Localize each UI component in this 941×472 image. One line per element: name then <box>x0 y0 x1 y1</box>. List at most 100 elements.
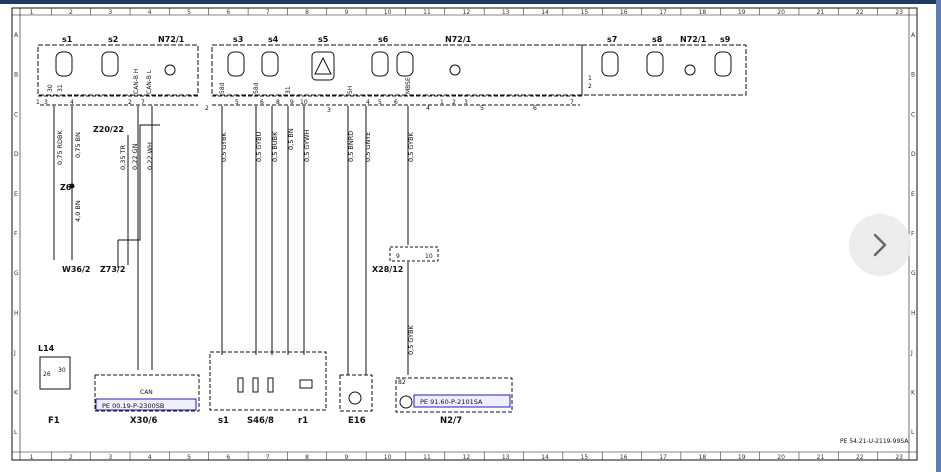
headrest-switch-icon <box>261 51 279 77</box>
grid-column-label: 10 <box>384 454 392 461</box>
grid-row-label: L <box>911 429 915 436</box>
sheet-border <box>11 7 918 461</box>
svg-text:2: 2 <box>588 83 592 90</box>
grid-row-label: L <box>14 429 18 436</box>
grid-row-label: E <box>911 191 915 198</box>
grid-column-label: 13 <box>502 454 510 461</box>
grid-column-label: 7 <box>266 454 270 461</box>
module-left-label: N72/1 <box>158 35 185 44</box>
svg-text:CAN-B H: CAN-B H <box>133 69 140 94</box>
grid-column-label: 11 <box>423 9 431 16</box>
component-x30-box <box>94 374 200 412</box>
grid-column-label: 11 <box>423 454 431 461</box>
svg-text:6: 6 <box>394 99 398 106</box>
svg-text:8: 8 <box>276 99 280 106</box>
module-left-box <box>37 44 199 96</box>
connector-x28-box <box>389 246 439 262</box>
grid-column-label: 16 <box>620 454 628 461</box>
svg-text:31: 31 <box>57 84 64 92</box>
connector-x28-label: X28/12 <box>372 265 403 274</box>
grid-row-label: K <box>14 389 19 396</box>
component-s46-box <box>209 351 327 411</box>
grid-column-label: 21 <box>817 9 825 16</box>
wire-label: 0,5 GYBK <box>220 131 228 162</box>
connector-z73-label: Z73/2 <box>100 265 125 274</box>
hazard-warning-icon <box>314 56 332 75</box>
svg-text:5: 5 <box>480 105 484 112</box>
grid-row-label: B <box>14 72 18 79</box>
svg-text:26: 26 <box>43 371 51 378</box>
svg-text:1: 1 <box>440 99 444 106</box>
lamp-icon <box>348 391 362 405</box>
grid-column-label: 20 <box>777 9 785 16</box>
grid-row-label: J <box>910 350 913 357</box>
lock-switch-icon <box>371 51 389 77</box>
child-lock-switch-icon <box>396 51 414 77</box>
reference-link-n27[interactable] <box>413 394 511 408</box>
switch-s2-label: s2 <box>108 35 118 44</box>
grid-column-label: 5 <box>187 9 191 16</box>
grid-column-label: 14 <box>541 454 549 461</box>
grid-column-label: 19 <box>738 9 746 16</box>
svg-text:7: 7 <box>141 99 145 106</box>
controller-icon <box>399 395 413 409</box>
grid-row-label: G <box>14 270 19 277</box>
reference-link-x30[interactable] <box>95 398 197 411</box>
svg-text:3: 3 <box>464 99 468 106</box>
grid-column-label: 12 <box>463 454 471 461</box>
next-page-button[interactable] <box>849 214 911 276</box>
grid-column-label: 10 <box>384 9 392 16</box>
grid-column-label: 9 <box>344 454 348 461</box>
component-e16-label: E16 <box>348 416 366 426</box>
window-frame-right <box>936 0 941 472</box>
svg-text:10: 10 <box>425 253 433 260</box>
right-led-icon <box>684 64 696 76</box>
svg-text:30: 30 <box>47 84 54 92</box>
grid-column-label: 23 <box>895 454 903 461</box>
connector-z20-label: Z20/22 <box>93 125 124 134</box>
grid-row-label: H <box>911 310 916 317</box>
svg-text:2: 2 <box>128 99 132 106</box>
svg-text:2: 2 <box>205 105 209 112</box>
window-switch-icon <box>714 51 732 77</box>
svg-text:4: 4 <box>366 99 370 106</box>
component-s46-label: S46/8 <box>247 416 274 426</box>
grid-row-label: C <box>14 111 18 118</box>
svg-text:6: 6 <box>533 105 537 112</box>
connector-w36-label: W36/2 <box>62 265 90 274</box>
grid-row-label: K <box>911 389 916 396</box>
led-indicator-icon <box>164 64 176 76</box>
grid-column-label: 16 <box>620 9 628 16</box>
grid-row-label: F <box>911 231 915 238</box>
wire-label: 0,5 BNRD <box>347 131 355 162</box>
wire-label: 0,35 TR <box>119 144 127 170</box>
svg-text:MBSE: MBSE <box>405 77 412 94</box>
svg-text:5: 5 <box>378 99 382 106</box>
wire-label: 0,75 RDBK <box>56 129 64 165</box>
svg-text:9: 9 <box>396 253 400 260</box>
component-f1-label: F1 <box>48 416 60 426</box>
wire-label: 0,5 GYBK <box>407 131 415 162</box>
svg-text:4: 4 <box>70 99 74 106</box>
grid-column-label: 7 <box>266 9 270 16</box>
svg-text:82: 82 <box>398 379 406 386</box>
grid-column-label: 17 <box>659 9 667 16</box>
wire-label: 0,5 GNYE <box>364 132 372 162</box>
grid-column-label: 6 <box>226 9 230 16</box>
grid-column-label: 4 <box>148 9 152 16</box>
can-label: CAN <box>140 389 153 396</box>
svg-text:CAN-B L: CAN-B L <box>146 69 153 94</box>
wire-label: 0,5 BUBK <box>271 131 279 162</box>
grid-row-label: H <box>14 310 19 317</box>
reference-n27-text: PE 91.60-P-2101SA <box>420 398 483 406</box>
grid-column-label: 23 <box>895 9 903 16</box>
svg-text:2: 2 <box>452 99 456 106</box>
grid-row-label: D <box>14 151 19 158</box>
grid-column-label: 8 <box>305 454 309 461</box>
switch-s7-label: s7 <box>607 35 617 44</box>
module-middle-label: N72/1 <box>445 35 472 44</box>
seat-switch-icon <box>101 51 119 77</box>
svg-text:9: 9 <box>290 99 294 106</box>
switch-s8-icon <box>646 51 664 77</box>
